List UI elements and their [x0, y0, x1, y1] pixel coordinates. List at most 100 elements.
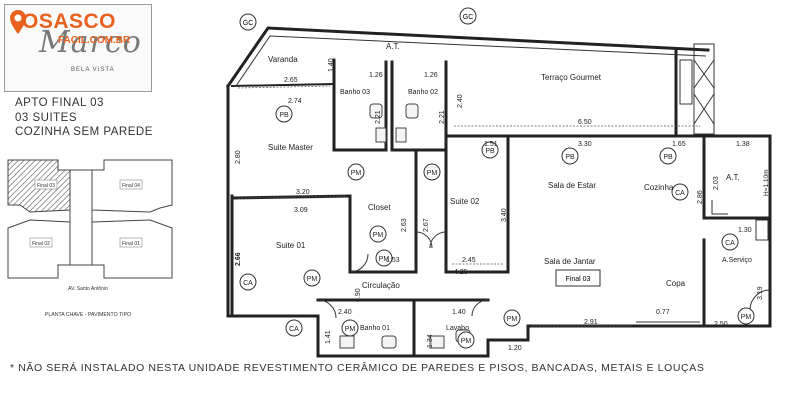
key-plan-caption: PLANTA CHAVE - PAVIMENTO TIPO [45, 312, 131, 318]
dimensions: 2.65 2.74 1.40 1.26 1.26 2.40 2.21 2.21 … [235, 58, 770, 352]
room-at-top: A.T. [386, 42, 400, 51]
room-sala-estar: Sala de Estar [548, 181, 596, 190]
dim: 1.20 [508, 345, 522, 352]
pb-label: PB [565, 154, 575, 161]
logo-subtitle: BELA VISTA [71, 67, 115, 73]
pm-label: PM [307, 276, 318, 283]
room-suite01: Suite 01 [276, 241, 306, 250]
dim: 1.34 [427, 334, 434, 348]
logo-box: Marco BELA VISTA [4, 4, 152, 92]
dim: 4.25 [454, 269, 468, 276]
dim: 2.40 [338, 309, 352, 316]
key-plan-label-2: Final 03 [37, 183, 55, 189]
dim: 1.38 [736, 141, 750, 148]
key-plan-unit-final-01 [91, 219, 173, 279]
key-plan-label-1: Final 02 [32, 241, 50, 247]
dim: 2.86 [697, 190, 704, 204]
pm-label: PM [379, 256, 390, 263]
dim: 2.91 [584, 319, 598, 326]
ca-symbols [239, 183, 739, 337]
dim: 0.90 [355, 288, 362, 302]
key-plan-label-3: Final 04 [122, 183, 140, 189]
dim: 2.74 [288, 98, 302, 105]
room-terraco: Terraço Gourmet [541, 73, 602, 82]
dim: 1.65 [672, 141, 686, 148]
dim: 1.41 [325, 330, 332, 344]
room-banho01: Banho 01 [360, 325, 390, 332]
dim: 1.26 [424, 72, 438, 79]
room-suite-master: Suite Master [268, 143, 313, 152]
pb-symbols [275, 105, 677, 165]
room-at-right: A.T. [726, 173, 740, 182]
gc-symbols: GC GC [239, 7, 477, 31]
dim: 1.30 [738, 227, 752, 234]
dim: 2.21 [439, 110, 446, 124]
pm-label: PM [351, 170, 362, 177]
key-plan: Final 03 Final 04 Final 02 Final 01 AV. … [7, 159, 173, 318]
apartment-info: APTO FINAL 03 03 SUITES COZINHA SEM PARE… [15, 96, 153, 140]
key-plan-street: AV. Santo Antônio [68, 286, 108, 292]
gc-label: GC [243, 20, 254, 27]
dim: 3.40 [501, 208, 508, 222]
ca-label: CA [725, 240, 735, 247]
pm-label: PM [507, 316, 518, 323]
ca-label: CA [243, 280, 253, 287]
dim: 3.30 [578, 141, 592, 148]
dim: 1.53 [386, 257, 400, 264]
dim: 3.09 [294, 207, 308, 214]
key-plan-label-4: Final 01 [122, 241, 140, 247]
dim: 2.21 [375, 110, 382, 124]
dim: 1.40 [328, 58, 335, 72]
pm-label: PM [373, 232, 384, 239]
dim: H=1.10m [763, 169, 770, 196]
final-label: Final 03 [566, 276, 591, 283]
dim: 2.45 [462, 257, 476, 264]
room-copa: Copa [666, 279, 686, 288]
dim: 2.63 [401, 218, 408, 232]
dim: 2.65 [284, 77, 298, 84]
key-plan-unit-final-02 [7, 219, 71, 279]
watermark-subtitle: FACIL.COM.BR [58, 35, 131, 46]
dim: 1.40 [452, 309, 466, 316]
dim: 2.50 [714, 321, 728, 328]
room-circulacao: Circulação [362, 281, 400, 290]
room-closet: Closet [368, 203, 391, 212]
room-a-servico: A.Serviço [722, 257, 752, 264]
room-banho03: Banho 03 [340, 89, 370, 96]
details [235, 35, 771, 323]
dim: 6.50 [578, 119, 592, 126]
dim: 3.19 [757, 286, 764, 300]
room-banho02: Banho 02 [408, 89, 438, 96]
room-cozinha: Cozinha [644, 183, 674, 192]
pb-label: PB [663, 154, 673, 161]
dim: 2.40 [457, 94, 464, 108]
pm-label: PM [461, 338, 472, 345]
room-lavabo: Lavabo [446, 325, 469, 332]
gc-label: GC [463, 14, 474, 21]
room-sala-jantar: Sala de Jantar [544, 257, 596, 266]
key-plan-core [69, 169, 93, 266]
dim: 2.66 [235, 252, 242, 266]
watermark-title: OSASCO [22, 10, 117, 33]
ca-label: CA [289, 326, 299, 333]
apt-line-3: COZINHA SEM PAREDE [15, 126, 153, 138]
room-varanda: Varanda [268, 55, 298, 64]
apt-line-1: APTO FINAL 03 [15, 97, 104, 109]
pm-symbols [303, 163, 755, 349]
pb-label: PB [485, 148, 495, 155]
pm-label: PM [741, 314, 752, 321]
dim: 1.26 [369, 72, 383, 79]
dim: 2.03 [713, 176, 720, 190]
dim: 0.77 [656, 309, 670, 316]
dim: 1.51 [484, 141, 498, 148]
ca-label: CA [675, 190, 685, 197]
logo-script: Marco [39, 25, 142, 60]
dim: 2.80 [235, 150, 242, 164]
location-pin-icon [10, 10, 26, 34]
pm-label: PM [427, 170, 438, 177]
room-labels: Varanda A.T. Terraço Gourmet Banho 03 Ba… [268, 42, 752, 332]
apt-line-2: 03 SUITES [15, 111, 78, 124]
room-suite02: Suite 02 [450, 197, 480, 206]
footnote: * NÃO SERÁ INSTALADO NESTA UNIDADE REVES… [10, 362, 705, 374]
